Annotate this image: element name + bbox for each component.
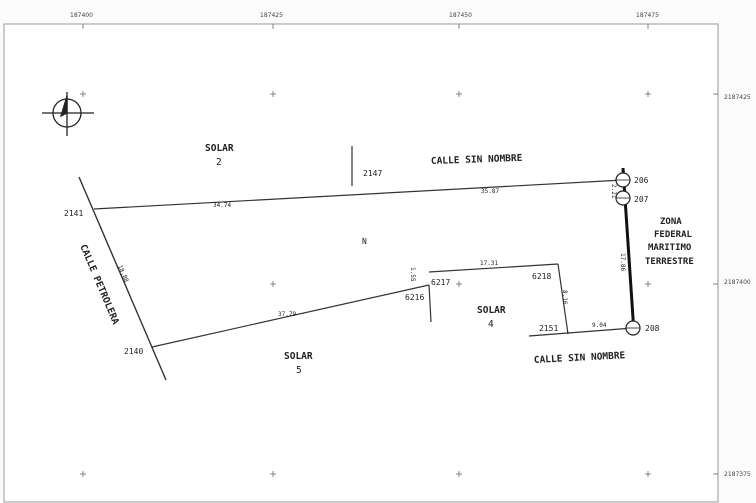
solar-4-number: 4 xyxy=(488,319,494,330)
distance-6217-6218: 17.31 xyxy=(480,260,498,267)
boundary-6218-2151 xyxy=(557,263,569,335)
svg-text:FEDERAL: FEDERAL xyxy=(654,230,693,240)
distance-2141-2147: 34.74 xyxy=(213,202,231,209)
solar-5-number: 5 xyxy=(296,365,302,376)
vertex-label-2147: 2147 xyxy=(363,169,382,178)
boundary-2141-206 xyxy=(93,179,624,210)
vertex-label-206: 206 xyxy=(634,176,649,185)
calle-petrolera-edge xyxy=(78,176,167,381)
top-grid-labels: 187400 187425 187450 187475 xyxy=(70,12,659,19)
vertex-label-6216: 6216 xyxy=(405,293,424,302)
distance-207-208: 17.86 xyxy=(619,253,626,271)
distance-2147-206: 35.87 xyxy=(481,188,499,195)
street-calle-sur: CALLE SIN NOMBRE xyxy=(534,350,626,366)
distance-6216-6217: 1.55 xyxy=(409,267,416,282)
vertex-label-208: 208 xyxy=(645,324,660,333)
distance-6218-2151: 8.16 xyxy=(561,290,568,305)
boundary-2140-6216 xyxy=(151,284,430,348)
svg-text:TERRESTRE: TERRESTRE xyxy=(645,257,694,267)
vertex-labels: 2141 2147 206 207 208 2140 6216 6217 621… xyxy=(64,169,660,356)
grid-tick-right: 2187425 xyxy=(724,94,751,101)
street-calle-norte: CALLE SIN NOMBRE xyxy=(431,153,523,167)
solar-4-label: SOLAR xyxy=(477,305,506,316)
map-frame xyxy=(3,23,719,503)
solar-2-label: SOLAR xyxy=(205,143,234,154)
vertex-label-6217: 6217 xyxy=(431,278,450,287)
distance-206-207: 2.21 xyxy=(610,184,617,199)
grid-tick-top: 187450 xyxy=(449,12,472,19)
boundary-6217-6218 xyxy=(428,263,559,273)
grid-tick-top: 187400 xyxy=(70,12,93,19)
boundary-6216-6217 xyxy=(428,284,432,323)
area-labels: SOLAR 2 SOLAR 4 SOLAR 5 N xyxy=(205,143,506,376)
parcel-boundaries xyxy=(93,146,634,348)
boundary-2151-208 xyxy=(528,327,634,337)
solar-2-number: 2 xyxy=(216,157,222,168)
grid-tick-right: 2187375 xyxy=(724,471,751,478)
compass-north-icon xyxy=(42,92,94,136)
zona-federal-label: ZONA FEDERAL MARITIMO TERRESTRE xyxy=(645,217,694,267)
vertex-label-207: 207 xyxy=(634,195,649,204)
vertex-label-2141: 2141 xyxy=(64,209,83,218)
grid-tick-right: 2187400 xyxy=(724,279,751,286)
svg-text:ZONA: ZONA xyxy=(660,217,682,227)
right-grid-labels: 2187425 2187400 2187375 xyxy=(724,94,751,478)
parcel-letter: N xyxy=(362,237,367,246)
grid-tick-top: 187425 xyxy=(260,12,283,19)
vertex-label-2151: 2151 xyxy=(539,324,558,333)
svg-text:MARITIMO: MARITIMO xyxy=(648,243,692,253)
solar-5-label: SOLAR xyxy=(284,351,313,362)
vertex-label-6218: 6218 xyxy=(532,272,551,281)
distance-2140-6216: 37.79 xyxy=(278,311,296,318)
grid-cross-marks xyxy=(80,24,718,477)
vertex-label-2140: 2140 xyxy=(124,347,143,356)
grid-tick-top: 187475 xyxy=(636,12,659,19)
distance-2151-208: 9.04 xyxy=(592,322,607,329)
